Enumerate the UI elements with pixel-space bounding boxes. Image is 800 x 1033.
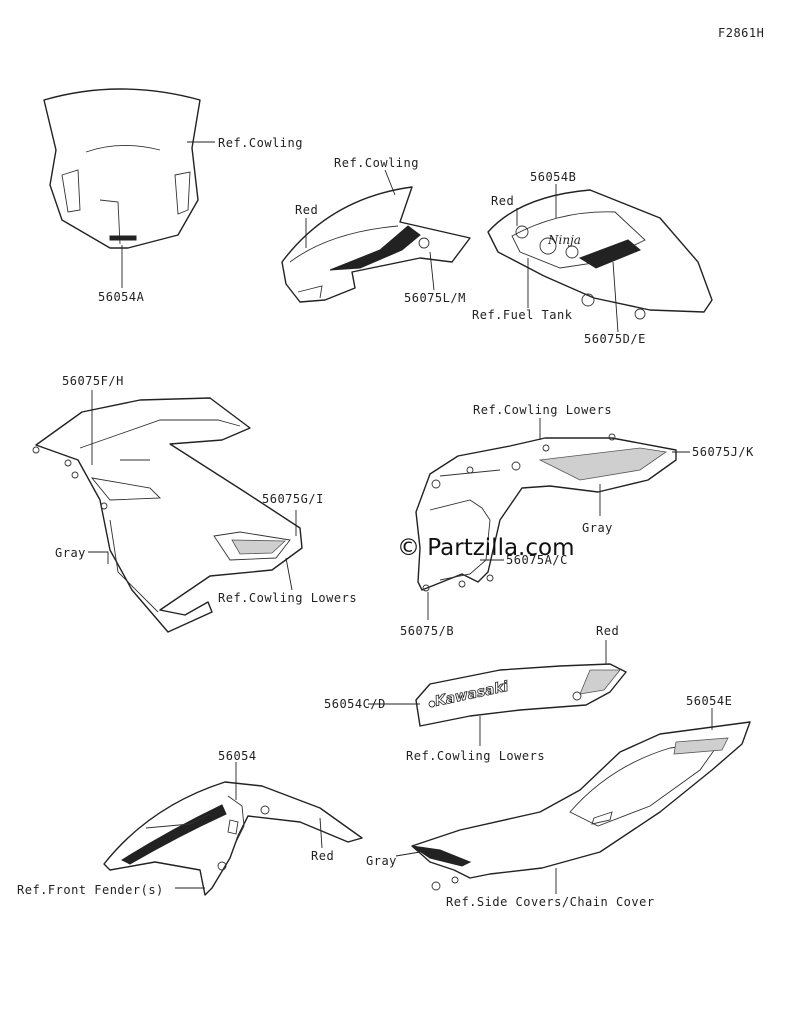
- label-part-56075gi[interactable]: 56075G/I: [262, 492, 324, 506]
- label-part-56054b[interactable]: 56054B: [530, 170, 577, 184]
- leader-line: [384, 169, 396, 196]
- fuel-tank-part[interactable]: Ninja: [487, 189, 713, 320]
- label-part-56075ac[interactable]: 56075A/C: [506, 553, 568, 567]
- label-gray-right: Gray: [582, 521, 613, 535]
- label-part-56075de[interactable]: 56075D/E: [584, 332, 646, 346]
- leader-line: [88, 551, 109, 564]
- front-fender-part[interactable]: [103, 781, 363, 896]
- figure-code: F2861H: [718, 26, 765, 40]
- label-red-cowling: Red: [295, 203, 319, 217]
- side-cover-part[interactable]: [411, 721, 751, 891]
- label-part-56075b[interactable]: 56075/B: [400, 624, 455, 638]
- lower-cowl-kawasaki-part[interactable]: Kawasaki: [415, 663, 627, 727]
- watermark: © Partzilla.com: [397, 535, 575, 561]
- label-part-56054cd[interactable]: 56054C/D: [324, 697, 386, 711]
- label-ref-cowling-lowers-3[interactable]: Ref.Cowling Lowers: [406, 749, 546, 763]
- label-ref-cowling-lowers[interactable]: Ref.Cowling Lowers: [218, 591, 358, 605]
- left-side-cowling-part[interactable]: [32, 397, 303, 633]
- label-ref-fuel-tank[interactable]: Ref.Fuel Tank: [472, 308, 573, 322]
- leader-line: [319, 817, 323, 849]
- label-ref-side-covers[interactable]: Ref.Side Covers/Chain Cover: [446, 895, 655, 909]
- label-gray-side: Gray: [366, 854, 397, 868]
- ninja-logo: Ninja: [547, 233, 581, 247]
- leader-line: [429, 251, 435, 291]
- label-part-56054e[interactable]: 56054E: [686, 694, 733, 708]
- label-red-lower: Red: [596, 624, 620, 638]
- label-part-56054[interactable]: 56054: [218, 749, 257, 763]
- label-red-tank: Red: [491, 194, 515, 208]
- windshield-part[interactable]: [43, 88, 201, 249]
- label-ref-cowling-2[interactable]: Ref.Cowling: [334, 156, 419, 170]
- label-ref-cowling-lowers-2[interactable]: Ref.Cowling Lowers: [473, 403, 613, 417]
- leader-line: [612, 261, 619, 333]
- label-ref-cowling[interactable]: Ref.Cowling: [218, 136, 303, 150]
- leader-line: [285, 557, 293, 591]
- label-ref-front-fender[interactable]: Ref.Front Fender(s): [17, 883, 164, 897]
- label-part-56054a[interactable]: 56054A: [98, 290, 145, 304]
- label-red-fender: Red: [311, 849, 335, 863]
- leader-line: [395, 851, 421, 857]
- label-part-56075fh[interactable]: 56075F/H: [62, 374, 124, 388]
- right-cowling-lower-part[interactable]: [415, 433, 677, 592]
- label-part-56075jk[interactable]: 56075J/K: [692, 445, 754, 459]
- label-gray-left: Gray: [55, 546, 86, 560]
- label-part-56075lm[interactable]: 56075L/M: [404, 291, 466, 305]
